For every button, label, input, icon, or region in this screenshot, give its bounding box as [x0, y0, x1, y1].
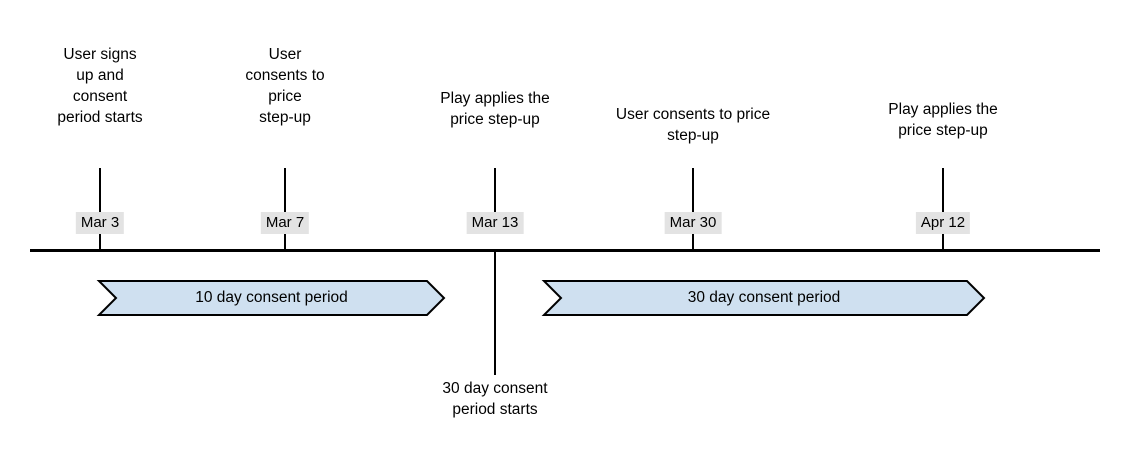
event-caption-mar-7: User consents to price step-up [245, 46, 325, 126]
date-chip-apr-12: Apr 12 [915, 212, 971, 234]
date-chip-mar-7: Mar 7 [260, 212, 310, 234]
period-banner-shape-10-day [96, 280, 446, 316]
tick-stub-lower-mar-7 [284, 234, 286, 251]
event-caption-apr-12: Play applies the price step-up [888, 101, 998, 139]
below-caption-30-day-consent-start: 30 day consent period starts [442, 380, 548, 418]
date-chip-mar-13: Mar 13 [466, 212, 524, 234]
callout-line-30-day-start [494, 250, 496, 375]
period-banner-shape-30-day [541, 280, 986, 316]
timeline-axis [30, 249, 1100, 252]
tick-stub-upper-apr-12 [942, 168, 944, 212]
tick-stub-upper-mar-30 [692, 168, 694, 212]
tick-stub-upper-mar-3 [99, 168, 101, 212]
tick-stub-lower-mar-30 [692, 234, 694, 251]
tick-stub-lower-apr-12 [942, 234, 944, 251]
period-banner-10-day[interactable]: 10 day consent period [96, 280, 446, 316]
period-banner-30-day[interactable]: 30 day consent period [541, 280, 986, 316]
date-chip-mar-30: Mar 30 [664, 212, 722, 234]
tick-stub-upper-mar-13 [494, 168, 496, 212]
tick-stub-lower-mar-3 [99, 234, 101, 251]
tick-stub-upper-mar-7 [284, 168, 286, 212]
event-caption-mar-3: User signs up and consent period starts [57, 46, 143, 126]
date-chip-mar-3: Mar 3 [75, 212, 125, 234]
event-caption-mar-13: Play applies the price step-up [440, 90, 550, 128]
event-caption-mar-30: User consents to price step-up [615, 106, 771, 144]
